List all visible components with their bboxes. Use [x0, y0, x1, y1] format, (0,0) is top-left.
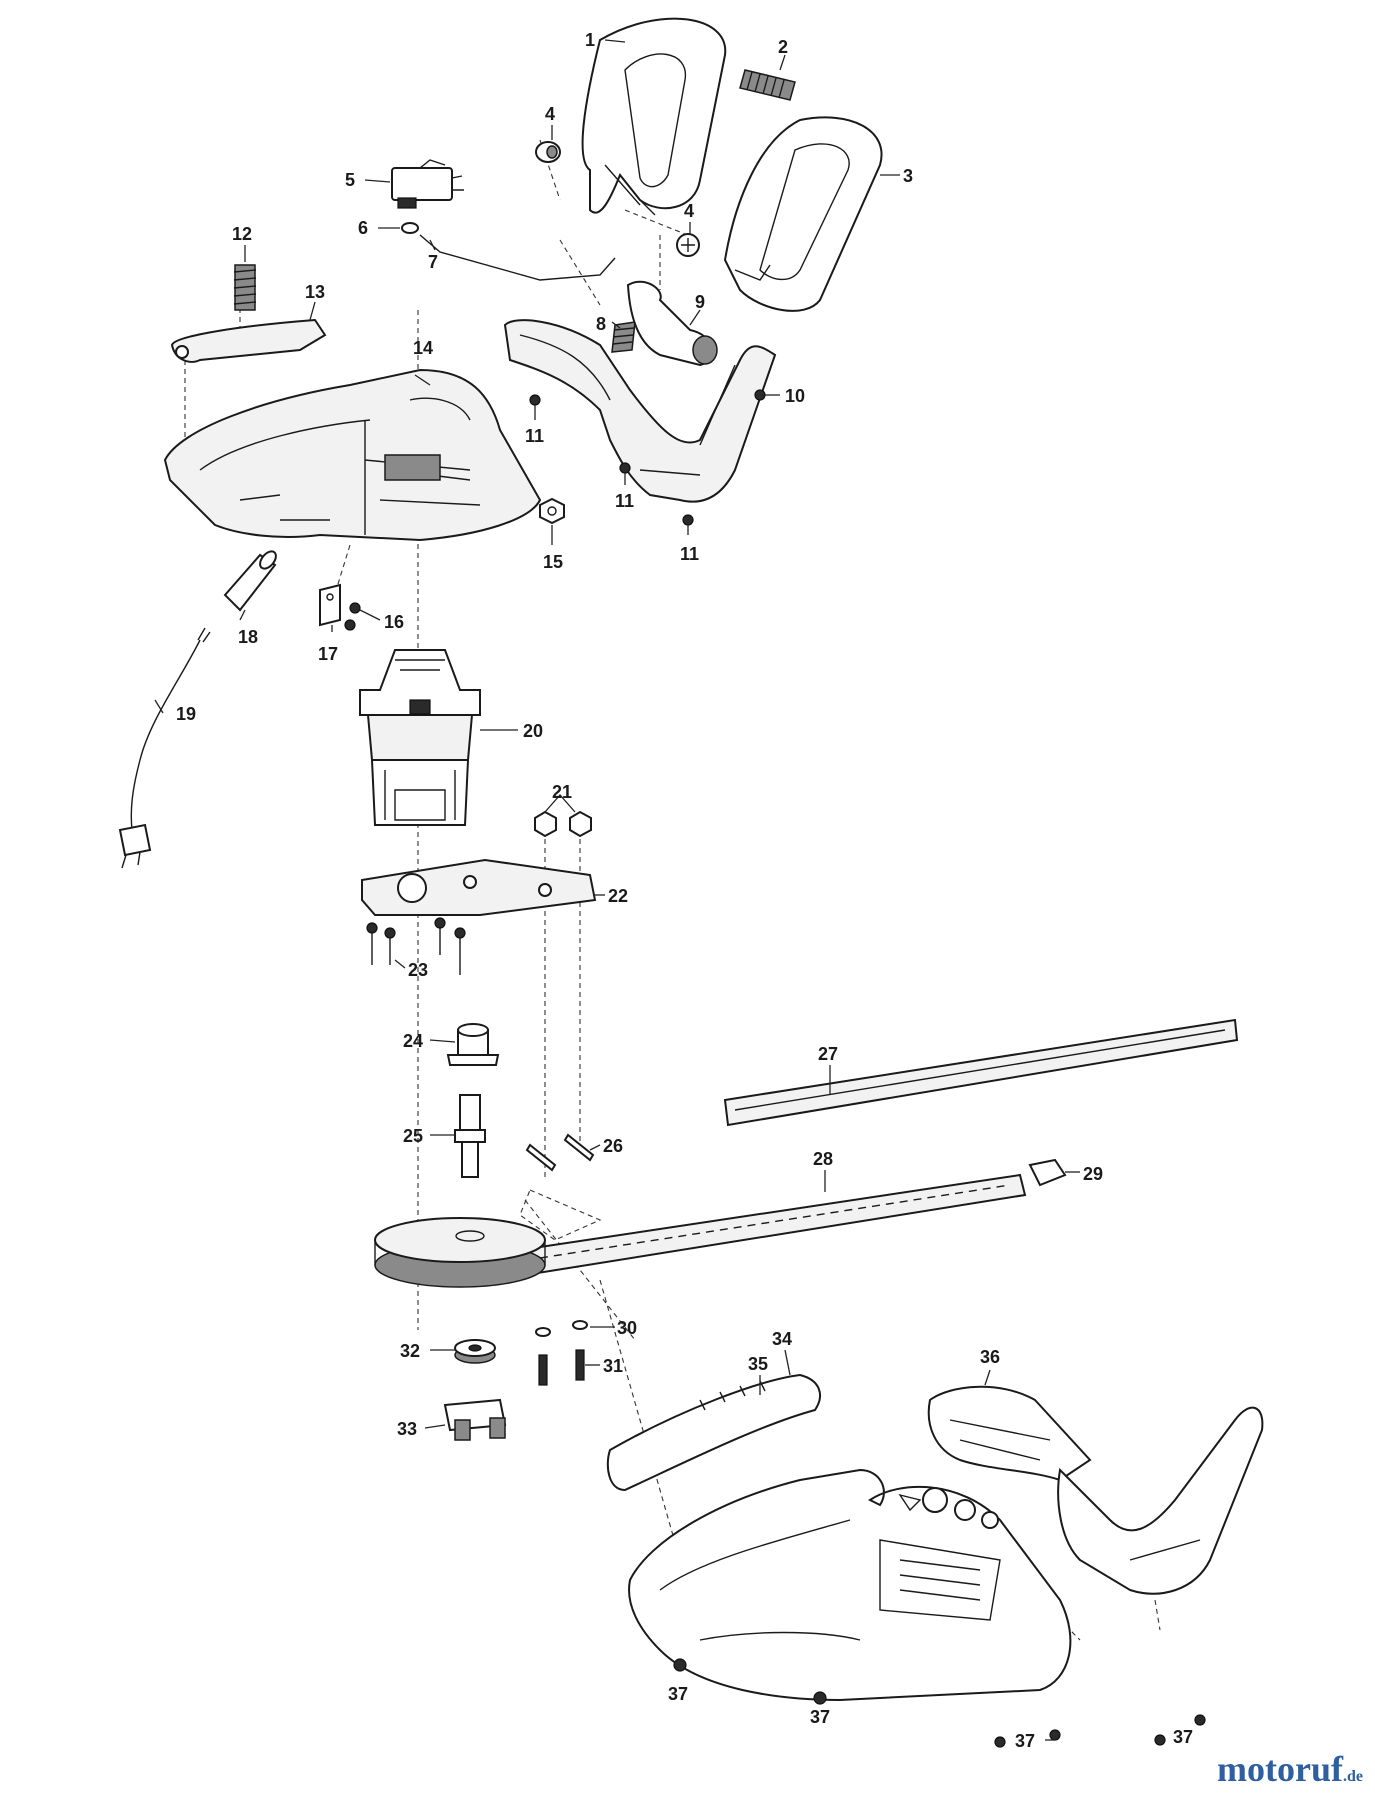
- callout-5: 5: [345, 170, 355, 190]
- callout-1: 1: [585, 30, 595, 50]
- callout-30: 30: [617, 1318, 637, 1338]
- bushing-part-24: [446, 1023, 500, 1066]
- housing-cover-part-36: [927, 1385, 1092, 1482]
- handle-cover-part-3: [723, 116, 883, 312]
- rod-part-7: [419, 234, 616, 281]
- callout-27: 27: [818, 1044, 838, 1064]
- callout-16: 16: [384, 612, 404, 632]
- screw-part-4b: [676, 233, 700, 257]
- callout-4a: 4: [545, 104, 555, 124]
- bearing-part-32: [454, 1339, 496, 1364]
- gear-plate-part-22: [361, 858, 597, 916]
- spring-part-2: [739, 69, 796, 101]
- motor-part-20: [359, 649, 481, 826]
- spring-part-12: [233, 264, 257, 311]
- lever-part-13: [170, 318, 327, 363]
- callout-17: 17: [318, 644, 338, 664]
- callout-19: 19: [176, 704, 196, 724]
- screws-part-16: [344, 602, 361, 631]
- screws-part-23: [366, 917, 466, 975]
- callout-9: 9: [695, 292, 705, 312]
- callout-12: 12: [232, 224, 252, 244]
- callout-37b: 37: [810, 1707, 830, 1727]
- callout-labels: 1 2 3 4 4 5 6 7 8 9 10 11 11 11 12 13 14…: [176, 30, 1193, 1751]
- spring-part-8: [611, 321, 636, 353]
- nuts-part-21: [534, 810, 592, 838]
- callout-20: 20: [523, 721, 543, 741]
- trigger-lever-part-9: [626, 280, 718, 367]
- screw-part-11b: [619, 462, 631, 485]
- gear-wheel: [374, 1217, 546, 1288]
- micro-switch-part-5: [391, 159, 464, 209]
- callout-7: 7: [428, 252, 438, 272]
- cap-part-4a: [535, 141, 561, 163]
- screw-part-37b: [813, 1691, 827, 1705]
- brand-name: motoruf: [1217, 1749, 1343, 1789]
- screw-part-11a: [529, 394, 541, 420]
- clamp-part-33: [443, 1398, 507, 1441]
- washers-part-30: [535, 1320, 588, 1337]
- callout-8: 8: [596, 314, 606, 334]
- blade-tip-part-29: [1028, 1158, 1067, 1187]
- front-handle-grip-part-34: [606, 1373, 821, 1492]
- handle-loop-part-1: [581, 17, 727, 216]
- callout-31: 31: [603, 1356, 623, 1376]
- callout-6: 6: [358, 218, 368, 238]
- blade-guide-part-27: [723, 1018, 1239, 1127]
- screw-part-37a: [673, 1658, 687, 1672]
- callout-37c: 37: [1015, 1731, 1035, 1751]
- washer-part-6: [401, 222, 419, 234]
- callout-21: 21: [552, 782, 572, 802]
- callout-28: 28: [813, 1149, 833, 1169]
- brand-watermark: motoruf.de: [1217, 1748, 1363, 1790]
- callout-26: 26: [603, 1136, 623, 1156]
- callout-2: 2: [778, 37, 788, 57]
- callout-11a: 11: [525, 426, 544, 446]
- rear-handle-part: [1057, 1406, 1264, 1595]
- nut-part-15: [539, 497, 565, 525]
- callout-22: 22: [608, 886, 628, 906]
- screw-part-37c: [994, 1729, 1061, 1748]
- callout-18: 18: [238, 627, 258, 647]
- shaft-part-25: [454, 1094, 486, 1178]
- screws-part-31: [538, 1349, 585, 1386]
- callout-29: 29: [1083, 1164, 1103, 1184]
- callout-10: 10: [785, 386, 805, 406]
- callout-13: 13: [305, 282, 325, 302]
- callout-36: 36: [980, 1347, 1000, 1367]
- callout-37a: 37: [668, 1684, 688, 1704]
- callout-23: 23: [408, 960, 428, 980]
- screw-part-11c: [682, 514, 694, 535]
- lower-housing-part-35: [628, 1468, 1072, 1702]
- housing-half-part-14: [163, 368, 542, 542]
- callout-35: 35: [748, 1354, 768, 1374]
- callout-24: 24: [403, 1031, 423, 1051]
- blade-part-28: [518, 1173, 1027, 1277]
- leader-lines: [154, 39, 1080, 1741]
- brand-suffix: .de: [1343, 1768, 1363, 1785]
- callout-3: 3: [903, 166, 913, 186]
- pins-part-26: [525, 1133, 595, 1172]
- callout-37d: 37: [1173, 1727, 1193, 1747]
- callout-11b: 11: [615, 491, 634, 511]
- callout-15: 15: [543, 552, 563, 572]
- callout-11c: 11: [680, 544, 699, 564]
- cable-clamp-part-17: [319, 583, 341, 627]
- callout-25: 25: [403, 1126, 423, 1146]
- callout-33: 33: [397, 1419, 417, 1439]
- cable-sleeve-part-18: [223, 550, 277, 612]
- screw-part-37d: [1154, 1714, 1206, 1746]
- rear-handle-half: [503, 319, 777, 503]
- callout-4b: 4: [684, 201, 694, 221]
- callout-32: 32: [400, 1341, 420, 1361]
- power-cord-part-19: [118, 627, 211, 869]
- callout-34: 34: [772, 1329, 792, 1349]
- callout-14: 14: [413, 338, 433, 358]
